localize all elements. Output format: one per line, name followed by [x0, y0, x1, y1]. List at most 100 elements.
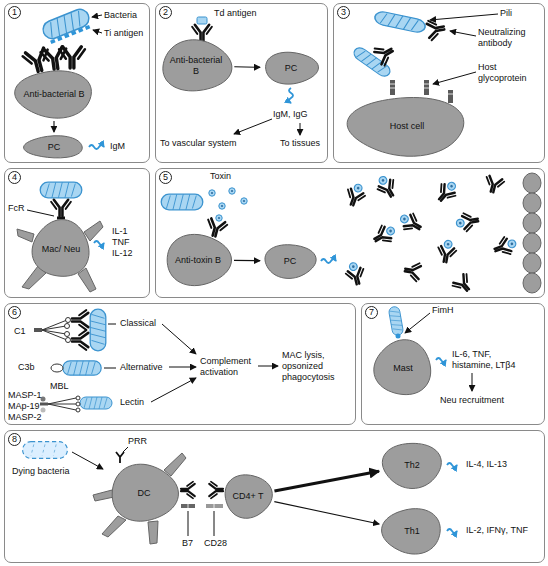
c3b — [51, 364, 63, 372]
neutralizing-antibody — [426, 18, 445, 40]
cell-text-group: Anti-toxin B — [175, 255, 221, 266]
annotation-label: To vascular system — [160, 138, 237, 149]
antibody-toxin-complex — [353, 183, 363, 193]
antibody — [72, 310, 88, 330]
annotation-label: MASP-1 — [8, 390, 42, 401]
pili — [352, 10, 427, 79]
annotation-label: C1 — [14, 326, 26, 337]
annotation-label: FimH — [432, 305, 454, 316]
antibody-toxin-complex — [385, 226, 395, 236]
bacterium — [50, 39, 56, 44]
c1-complex — [65, 324, 70, 329]
cell-text-group: Th1 — [404, 526, 420, 537]
antibody-toxin-complex — [492, 234, 519, 259]
bacterium — [90, 309, 106, 351]
leader-arrow — [430, 14, 498, 20]
leader-line — [27, 210, 54, 216]
pseudopod — [78, 268, 96, 292]
antibody-toxin-complex — [451, 273, 475, 296]
toxin — [216, 215, 222, 221]
panel-number: 4 — [8, 171, 21, 184]
antibody-toxin-complex — [455, 211, 480, 233]
cell-text-group: PC — [284, 256, 297, 267]
cell-outline — [14, 71, 91, 118]
cell-body: PC — [22, 134, 86, 160]
annotation-label: Host glycoprotein — [478, 62, 542, 84]
mbl-complex — [40, 403, 48, 406]
cell-body: PC — [262, 242, 318, 280]
annotation-label: C3b — [18, 362, 35, 373]
panel-number: 2 — [159, 6, 172, 19]
host-membrane — [523, 173, 541, 293]
cell-text-group: CD4+ T — [232, 491, 263, 502]
antibody — [51, 200, 71, 216]
annotation-label: B7 — [182, 538, 193, 549]
annotation-label: FcR — [8, 203, 25, 214]
secretion-wave — [94, 241, 104, 245]
pathway-arrow — [258, 366, 278, 367]
annotation-label: Pili — [500, 8, 512, 19]
figure-panel: Anti-bacterial BPC1 — [4, 3, 150, 163]
td-antigen — [197, 17, 207, 24]
cell-body: Mac/ Neu — [30, 218, 92, 280]
annotation-label: MAp-19 — [8, 401, 40, 412]
bacterium — [40, 182, 82, 198]
cell-body: Host cell — [345, 94, 469, 158]
antibody — [22, 46, 85, 74]
host-membrane — [523, 233, 541, 253]
cell-text-group: Host cell — [390, 121, 425, 132]
cell-body: DC — [108, 462, 180, 524]
flow-arrow — [72, 452, 103, 469]
cell-label: DC — [138, 488, 151, 499]
host-glycoprotein — [424, 80, 429, 95]
pseudopod — [102, 516, 126, 537]
antibody — [204, 218, 227, 239]
cell-outline — [225, 475, 272, 518]
bacterium — [388, 306, 404, 336]
toxin — [209, 190, 215, 196]
annotation-label: IL-6, TNF, histamine, LTβ4 — [452, 349, 532, 371]
annotation-label: Td antigen — [214, 8, 257, 19]
flow-arrow — [274, 502, 379, 524]
mhc-tcr — [181, 482, 195, 499]
mbl-complex — [41, 408, 46, 413]
cell-body: Anti-toxin B — [163, 232, 233, 288]
antibody-toxin-complex — [349, 262, 358, 271]
antibody-toxin-complex — [507, 239, 517, 249]
leader-arrow — [92, 15, 102, 33]
c1-complex — [34, 318, 71, 343]
cell-outline — [265, 245, 316, 279]
secretion-wave — [447, 463, 457, 467]
annotation-label: IL-4, IL-13 — [466, 459, 507, 470]
bacterium — [85, 25, 91, 30]
secretion-wave — [89, 145, 104, 149]
cell-body: Th1 — [380, 506, 444, 556]
c1-complex — [66, 338, 71, 343]
bacterium — [80, 397, 112, 409]
mhc-tcr — [181, 482, 223, 499]
antibody — [72, 310, 88, 350]
bacterium — [161, 194, 203, 210]
c1-complex — [65, 332, 70, 337]
antibody-toxin-complex — [483, 175, 505, 194]
cell-text-group: DC — [138, 488, 151, 499]
antibody-toxin-complex — [397, 209, 425, 236]
antibody-toxin-complex — [373, 173, 400, 201]
antibody-toxin-complex — [378, 175, 388, 185]
pseudopod — [93, 453, 186, 544]
annotation-label: MASP-2 — [8, 412, 42, 423]
c1-complex — [34, 328, 42, 332]
annotation-label: Ti antigen — [104, 28, 143, 39]
annotation-label: Lectin — [120, 397, 144, 408]
cell-text-group: Anti-bacterial B — [168, 55, 223, 77]
antibody-toxin-complex — [343, 188, 365, 208]
antibody — [59, 47, 85, 68]
annotation-label: MBL — [50, 381, 69, 392]
cell-label: Th2 — [404, 460, 420, 471]
bacterium — [71, 31, 77, 36]
cell-text-group: PC — [48, 142, 61, 153]
bacterium — [57, 36, 63, 41]
pseudopod — [84, 221, 103, 241]
mbl-complex — [40, 396, 80, 413]
panel-number: 6 — [8, 306, 21, 319]
